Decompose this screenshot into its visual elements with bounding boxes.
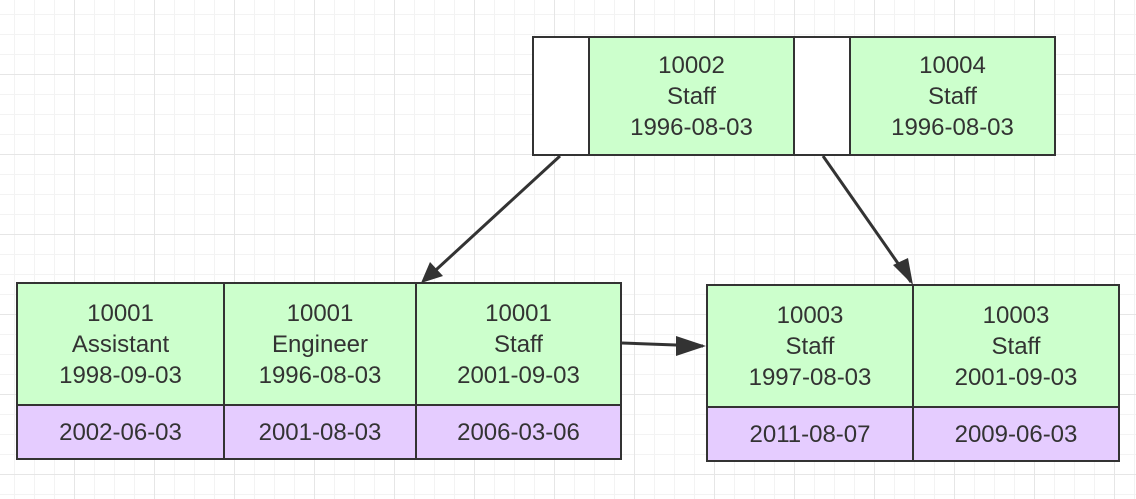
left-leaf-value-cell-0: 2002-06-03 bbox=[16, 404, 225, 460]
value-date: 2006-03-06 bbox=[457, 418, 580, 446]
key-id: 10001 bbox=[485, 299, 552, 327]
key-title: Assistant bbox=[71, 330, 170, 358]
right-leaf-value-cell-1: 2009-06-03 bbox=[912, 406, 1120, 462]
key-title: Staff bbox=[494, 330, 543, 358]
right-leaf-value-cell-0: 2011-08-07 bbox=[706, 406, 914, 462]
key-title: Staff bbox=[785, 332, 835, 360]
right-leaf-key-cell-1: 10003 Staff 2001-09-03 bbox=[912, 284, 1120, 408]
left-leaf-value-cell-2: 2006-03-06 bbox=[415, 404, 622, 460]
root-key-cell-0: 10002 Staff 1996-08-03 bbox=[588, 36, 795, 156]
right-leaf-key-cell-0: 10003 Staff 1997-08-03 bbox=[706, 284, 914, 408]
key-date: 1996-08-03 bbox=[891, 113, 1014, 141]
key-title: Staff bbox=[991, 332, 1041, 360]
key-id: 10003 bbox=[982, 301, 1050, 329]
value-date: 2009-06-03 bbox=[954, 420, 1078, 448]
value-date: 2011-08-07 bbox=[749, 420, 871, 448]
left-leaf-key-cell-2: 10001 Staff 2001-09-03 bbox=[415, 282, 622, 406]
key-title: Staff bbox=[928, 82, 977, 110]
left-leaf-value-cell-1: 2001-08-03 bbox=[223, 404, 417, 460]
key-date: 1998-09-03 bbox=[59, 361, 182, 389]
value-date: 2002-06-03 bbox=[59, 418, 182, 446]
root-key-cell-1: 10004 Staff 1996-08-03 bbox=[849, 36, 1056, 156]
root-pointer-cell-0 bbox=[532, 36, 590, 156]
key-date: 2001-09-03 bbox=[954, 363, 1078, 391]
key-id: 10001 bbox=[286, 299, 354, 327]
key-id: 10002 bbox=[658, 51, 725, 79]
root-to-left-leaf-arrow bbox=[423, 154, 562, 282]
key-date: 2001-09-03 bbox=[457, 361, 580, 389]
key-id: 10003 bbox=[776, 301, 844, 329]
root-to-right-leaf-arrow bbox=[821, 155, 913, 283]
left-leaf-key-cell-1: 10001 Engineer 1996-08-03 bbox=[223, 282, 417, 406]
key-title: Engineer bbox=[271, 330, 369, 358]
key-date: 1996-08-03 bbox=[630, 113, 753, 141]
key-id: 10004 bbox=[919, 51, 986, 79]
key-date: 1997-08-03 bbox=[748, 363, 872, 391]
key-title: Staff bbox=[667, 82, 716, 110]
value-date: 2001-08-03 bbox=[258, 418, 382, 446]
arrowhead-right-leaf bbox=[893, 258, 913, 285]
key-id: 10001 bbox=[87, 299, 154, 327]
arrowhead-leaf-link bbox=[676, 336, 706, 356]
arrowhead-left-leaf bbox=[421, 262, 443, 283]
key-date: 1996-08-03 bbox=[258, 361, 382, 389]
